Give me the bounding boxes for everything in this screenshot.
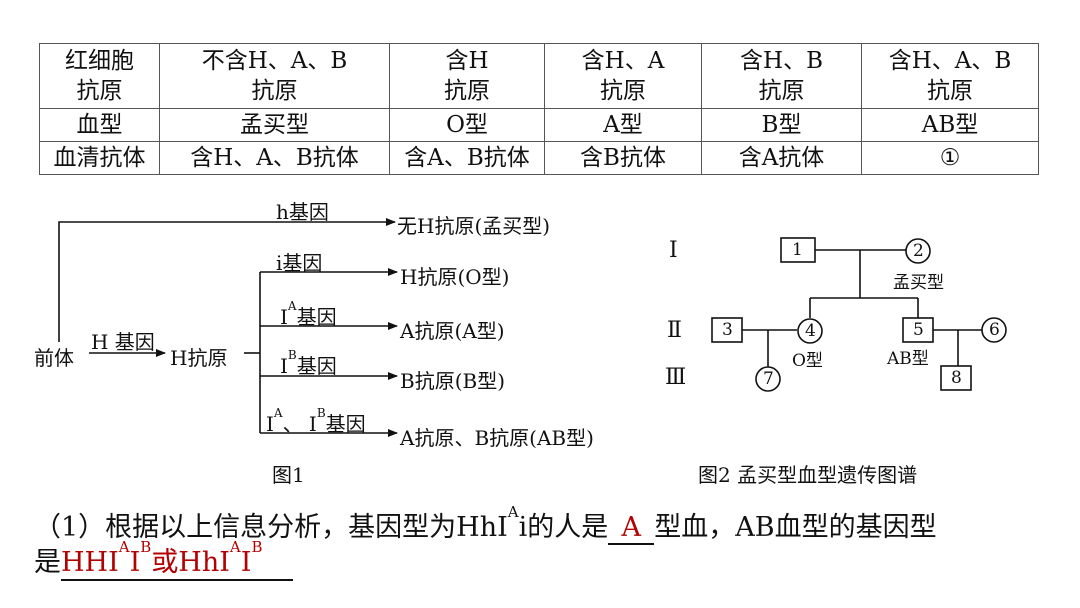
- pedigree-male-3: [711, 317, 743, 343]
- iab-gene-label: IA、 IB基因: [266, 406, 366, 436]
- pedigree-number: 2: [913, 241, 924, 261]
- figure2-caption: 图2 孟买型血型遗传图谱: [698, 463, 918, 487]
- table-cell: 含A抗体: [701, 141, 862, 175]
- o-type-label: O型: [792, 351, 823, 371]
- ia-gene-label: IA基因: [280, 299, 337, 329]
- figure1-caption: 图1: [272, 463, 305, 487]
- h-gene-arrow: [58, 218, 396, 342]
- table-cell: 含H、A、B抗体: [159, 141, 390, 175]
- table-cell: AB型: [861, 108, 1039, 142]
- table-cell: ①: [861, 141, 1039, 175]
- no-H-antigen-result: 无H抗原(孟买型): [397, 214, 551, 238]
- table-cell: 血型: [39, 108, 160, 142]
- answer-1: A: [621, 512, 642, 543]
- h-gene-label: h基因: [276, 200, 329, 224]
- pedigree-female-2: [905, 238, 931, 264]
- generation-III-label: Ⅲ: [665, 365, 687, 390]
- ab-type-label: AB型: [887, 349, 929, 369]
- table-cell: 含A、B抗体: [389, 141, 545, 175]
- pedigree-number: 1: [792, 240, 803, 260]
- pedigree-male-8: [940, 365, 972, 391]
- generation-I-label: I: [669, 238, 678, 263]
- ib-gene-label: IB基因: [280, 348, 337, 378]
- H-gene-label: H 基因: [91, 330, 155, 354]
- answer-2: HHIAIB或HhIAIB: [61, 538, 293, 581]
- ia-gene-result: A抗原(A型): [400, 319, 505, 343]
- pedigree-number: 5: [913, 320, 924, 340]
- table-cell: 红细胞抗原: [39, 43, 160, 109]
- ib-gene-result: B抗原(B型): [400, 369, 505, 393]
- mengmai-type-label: 孟买型: [893, 273, 944, 293]
- pedigree-female-4: [797, 318, 823, 344]
- precursor-label: 前体: [34, 346, 74, 370]
- table-cell: 血清抗体: [39, 141, 160, 175]
- pedigree-number: 7: [763, 369, 774, 389]
- pedigree-male-1: [780, 237, 816, 263]
- table-cell: 含B抗体: [544, 141, 702, 175]
- pedigree-number: 8: [951, 368, 962, 388]
- generation-II-label: Ⅱ: [667, 318, 682, 343]
- table-cell: O型: [389, 108, 545, 142]
- pedigree-number: 3: [722, 320, 733, 340]
- pedigree-male-5: [902, 317, 934, 343]
- pedigree-lines: [742, 249, 982, 368]
- iab-gene-result: A抗原、B抗原(AB型): [400, 426, 594, 450]
- pedigree-female-6: [981, 317, 1007, 343]
- i-gene-label: i基因: [276, 251, 323, 275]
- H-antigen-label: H抗原: [170, 346, 228, 370]
- question-line-2: 是HHIAIB或HhIAIB: [34, 538, 293, 581]
- pedigree-number: 4: [805, 321, 816, 341]
- pedigree-number: 6: [989, 320, 1000, 340]
- table-row-serum-antibody: 血清抗体 含H、A、B抗体 含A、B抗体 含B抗体 含A抗体 ①: [39, 141, 1039, 175]
- pedigree-female-7: [755, 366, 781, 392]
- i-gene-result: H抗原(O型): [400, 265, 510, 289]
- table-cell: A型: [544, 108, 702, 142]
